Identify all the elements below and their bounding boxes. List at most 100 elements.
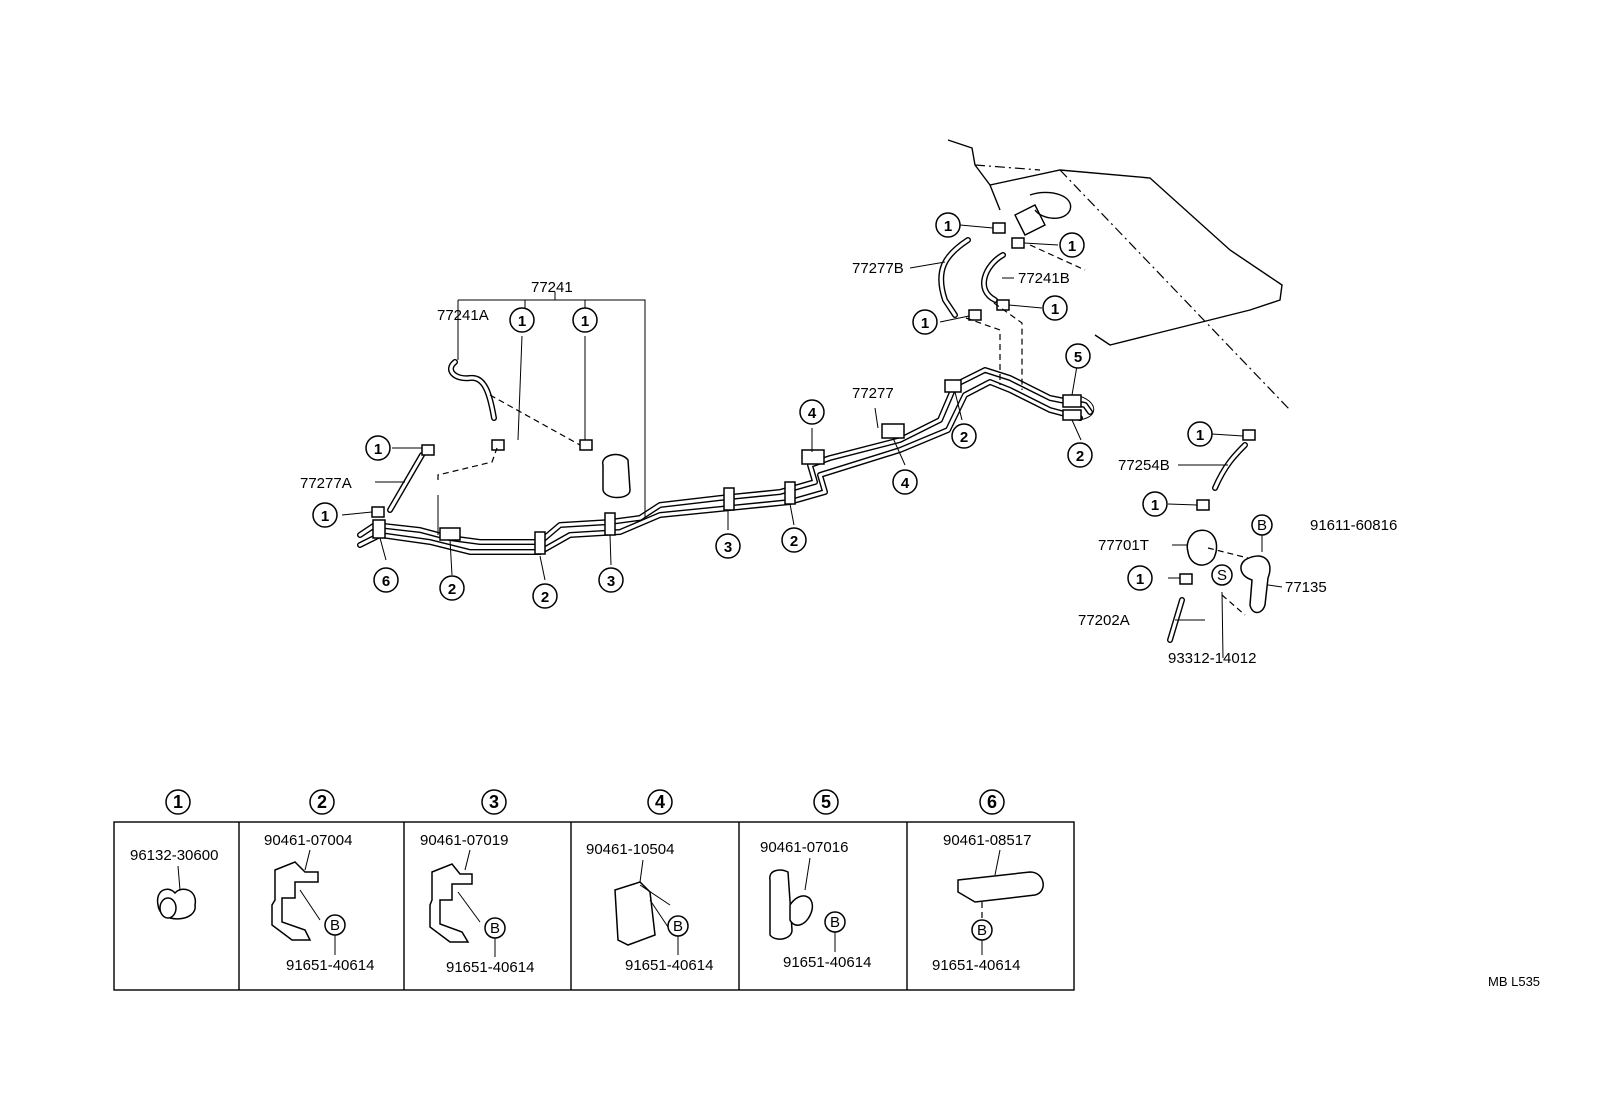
legend-head-4: 4 [647,789,673,815]
callout-s-93312: S [1211,564,1233,586]
label-77202A: 77202A [1078,612,1130,629]
svg-text:B: B [830,914,840,931]
label-77701T: 77701T [1098,537,1149,554]
callout-5: 5 [1065,343,1091,369]
svg-text:1: 1 [1151,497,1159,514]
legend-b-4: B [667,915,689,937]
legend-part-5: 90461-07016 [760,839,848,856]
legend-sub-3: 91651-40614 [446,959,534,976]
legend-part-4: 90461-10504 [586,841,674,858]
svg-text:5: 5 [821,792,831,812]
callout-3-b: 3 [715,533,741,559]
legend-part-3: 90461-07019 [420,832,508,849]
legend-frame [113,821,1075,991]
valve-77241 [602,453,631,499]
legend-b-2: B [324,914,346,936]
legend-clamp-5 [769,869,793,940]
callout-6: 6 [373,567,399,593]
svg-text:B: B [330,917,340,934]
legend-sub-4: 91651-40614 [625,957,713,974]
label-77277: 77277 [852,385,894,402]
svg-text:S: S [1217,567,1227,584]
svg-text:2: 2 [317,792,327,812]
svg-text:1: 1 [921,315,929,332]
svg-text:2: 2 [960,429,968,446]
legend-head-5: 5 [813,789,839,815]
legend-clamp-6 [957,871,1044,903]
callout-1-tank-b: 1 [1059,232,1085,258]
svg-text:2: 2 [541,589,549,606]
clip-i [1242,429,1256,441]
clip-j [1196,499,1210,511]
clip-a [421,444,435,456]
valve-77135 [1240,555,1271,614]
clamp-6 [372,519,386,539]
svg-text:1: 1 [518,313,526,330]
clip-k [1179,573,1193,585]
part-labels: 77241 77241A 77277A 77277 77277B 77241B … [300,260,1397,667]
legend-part-1: 96132-30600 [130,847,218,864]
callout-1-tank-a: 1 [935,212,961,238]
svg-text:B: B [1257,517,1267,534]
callout-1-right-a: 1 [1187,421,1213,447]
clamp-5 [1062,394,1082,408]
label-91611: 91611-60816 [1310,517,1397,534]
callout-3-a: 3 [598,567,624,593]
svg-text:3: 3 [607,573,615,590]
legend-sub-6: 91651-40614 [932,957,1020,974]
label-77241A: 77241A [437,307,489,324]
legend-clamp-2 [271,861,319,941]
svg-text:5: 5 [1074,349,1082,366]
legend-clamp-4 [614,881,656,946]
svg-text:1: 1 [374,441,382,458]
callout-4-a: 4 [799,399,825,425]
leader-lines [341,224,1283,659]
callouts: 1 1 1 1 6 2 2 3 3 2 4 4 2 5 2 1 1 1 1 1 … [312,212,1273,609]
fuel-tank [947,139,1291,411]
line-clamps [372,379,1082,555]
callout-1-left-a: 1 [365,435,391,461]
svg-text:4: 4 [808,405,817,422]
label-77241B: 77241B [1018,270,1070,287]
legend-head-1: 1 [165,789,191,815]
clamp-2b [534,531,546,555]
clip-g [968,309,982,321]
callout-1-hose-a: 1 [509,307,535,333]
clip-c [491,439,505,451]
callout-2-e: 2 [1067,442,1093,468]
clamp-4b [881,423,905,439]
main-fuel-line [357,367,1095,555]
svg-text:1: 1 [581,313,589,330]
callout-1-tank-d: 1 [1042,295,1068,321]
legend-part-2: 90461-07004 [264,832,352,849]
label-77277A: 77277A [300,475,352,492]
svg-text:1: 1 [1068,238,1076,255]
legend-head-2: 2 [309,789,335,815]
legend-sub-5: 91651-40614 [783,954,871,971]
clamp-legend: 1 2 3 4 5 6 96132-30600 90461-07004 B 91… [113,789,1075,991]
clip-b [371,506,385,518]
svg-text:4: 4 [901,475,910,492]
hoses [371,222,1271,643]
clamp-2e [1062,409,1082,421]
legend-part-6: 90461-08517 [943,832,1031,849]
callout-1-right-c: 1 [1127,565,1153,591]
label-77254B: 77254B [1118,457,1170,474]
svg-text:3: 3 [489,792,499,812]
svg-text:4: 4 [655,792,665,812]
label-77277B: 77277B [852,260,904,277]
clamp-3a [604,512,616,536]
svg-text:2: 2 [1076,448,1084,465]
callout-2-b: 2 [532,583,558,609]
label-93312: 93312-14012 [1168,650,1256,667]
svg-text:3: 3 [724,539,732,556]
clip-d [579,439,593,451]
legend-b-3: B [484,917,506,939]
label-77135: 77135 [1285,579,1327,596]
figure-code: MB L535 [1488,974,1540,989]
svg-text:1: 1 [173,792,183,812]
svg-text:6: 6 [987,792,997,812]
filter-77701T [1186,529,1218,566]
svg-text:B: B [490,920,500,937]
